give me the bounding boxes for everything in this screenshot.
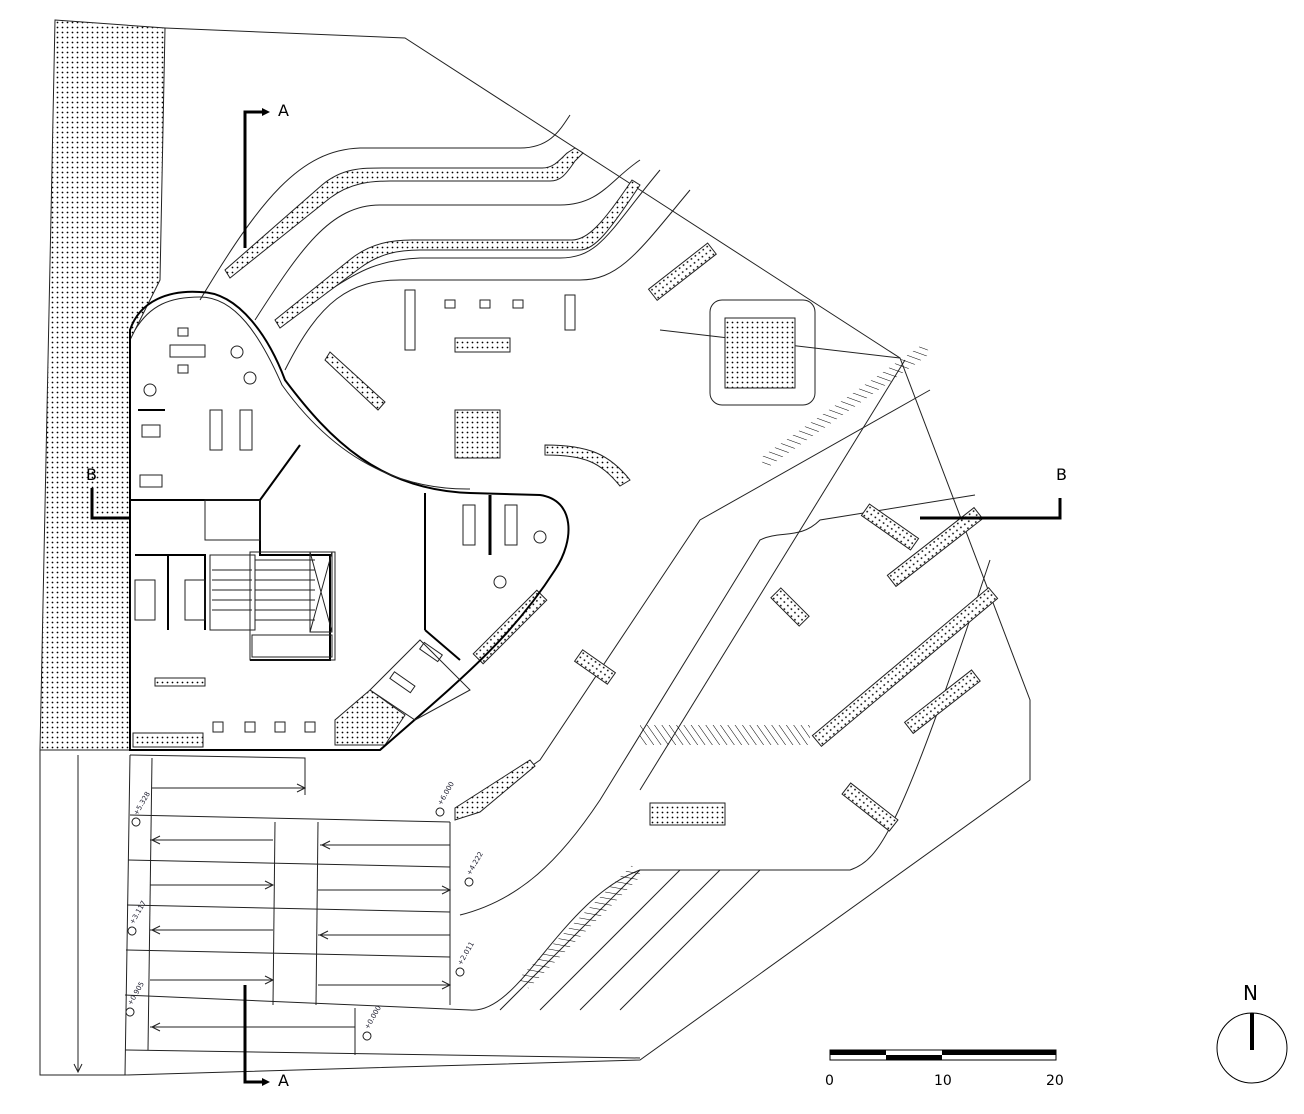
svg-text:B: B [86,465,97,484]
north-arrow: N [1216,981,1288,1084]
scale-label: 10 [934,1073,952,1089]
section-marker-a-top: A [243,101,289,248]
svg-text:B: B [1056,465,1067,484]
scale-bar: 0 10 20 [825,1049,1064,1089]
elevation-label: +2.011 [456,940,476,966]
section-marker-a-bottom: A [243,985,289,1090]
left-road-edge [39,750,131,1076]
elevation-label: +5.328 [132,790,152,816]
svg-text:A: A [278,1071,289,1090]
svg-text:A: A [278,101,289,120]
svg-text:N: N [1243,981,1258,1005]
elevation-label: +0.000 [363,1004,383,1030]
elevation-label: +6.000 [436,780,456,806]
elevation-label: +0.905 [126,980,146,1006]
elevation-label: +4.222 [465,850,485,876]
section-marker-b-right: B [920,465,1067,520]
elevation-label: +3.117 [128,899,148,925]
elevation-markers: +5.328 +6.000 +4.222 +3.117 +2.011 +0.90… [125,780,485,1041]
site-boundary [124,27,1031,1076]
scale-label: 0 [825,1073,834,1089]
section-marker-b-left: B [86,465,130,520]
parking-ramps [73,754,641,1074]
scale-label: 20 [1046,1073,1064,1089]
